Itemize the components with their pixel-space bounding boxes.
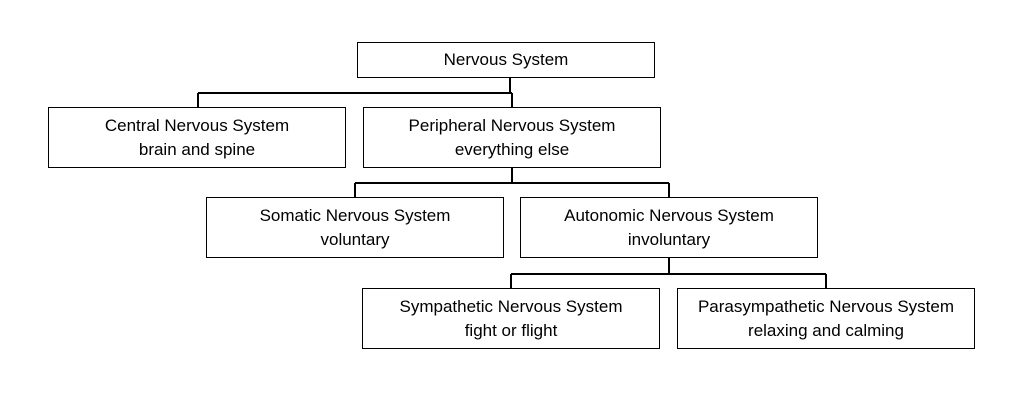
node-title: Autonomic Nervous System xyxy=(564,205,774,225)
node-title: Parasympathetic Nervous System xyxy=(697,296,955,316)
node-title: Somatic Nervous System xyxy=(259,205,451,225)
node-autonomic-nervous-system: Autonomic Nervous System involuntary xyxy=(520,197,818,258)
node-central-nervous-system: Central Nervous System brain and spine xyxy=(48,107,346,168)
node-parasympathetic-nervous-system: Parasympathetic Nervous System relaxing … xyxy=(677,288,975,349)
node-sympathetic-nervous-system: Sympathetic Nervous System fight or flig… xyxy=(362,288,660,349)
node-subtitle: brain and spine xyxy=(138,139,256,159)
node-title: Sympathetic Nervous System xyxy=(399,296,623,316)
node-subtitle: involuntary xyxy=(627,229,711,249)
node-label: Nervous System xyxy=(443,50,569,69)
node-somatic-nervous-system: Somatic Nervous System voluntary xyxy=(206,197,504,258)
node-peripheral-nervous-system: Peripheral Nervous System everything els… xyxy=(363,107,661,168)
node-subtitle: everything else xyxy=(454,139,570,159)
node-subtitle: fight or flight xyxy=(464,320,558,340)
node-subtitle: relaxing and calming xyxy=(748,320,904,340)
node-title: Central Nervous System xyxy=(104,115,290,135)
node-title: Peripheral Nervous System xyxy=(408,115,616,135)
node-subtitle: voluntary xyxy=(320,229,390,249)
node-nervous-system: Nervous System xyxy=(357,42,655,78)
